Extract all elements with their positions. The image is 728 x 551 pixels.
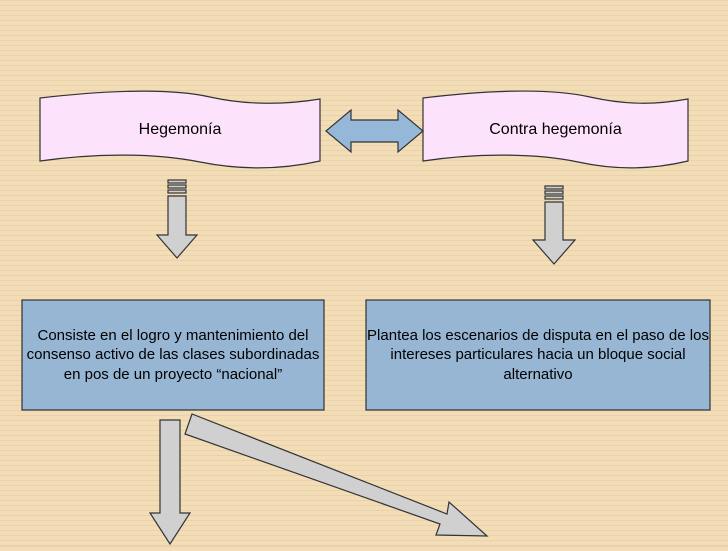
left-down-arrow: [155, 179, 199, 259]
hegemonia-label: Hegemonía: [138, 121, 222, 138]
contra-hegemonia-label: Contra hegemonía: [489, 121, 622, 138]
diagonal-arrow: [184, 413, 489, 537]
contra-hegemonia-box[interactable]: [422, 90, 689, 169]
hegemonia-box[interactable]: [39, 90, 321, 169]
contra-desc-text: Plantea los escenarios de disputa en el …: [367, 326, 709, 383]
hegemonia-desc-box[interactable]: [21, 299, 325, 411]
hegemonia-desc-text: Consiste en el logro y mantenimiento del…: [26, 326, 320, 383]
right-down-arrow: [531, 185, 577, 265]
bottom-down-arrow: [148, 419, 192, 546]
double-arrow: [325, 108, 424, 154]
contra-desc-box[interactable]: [365, 299, 711, 411]
